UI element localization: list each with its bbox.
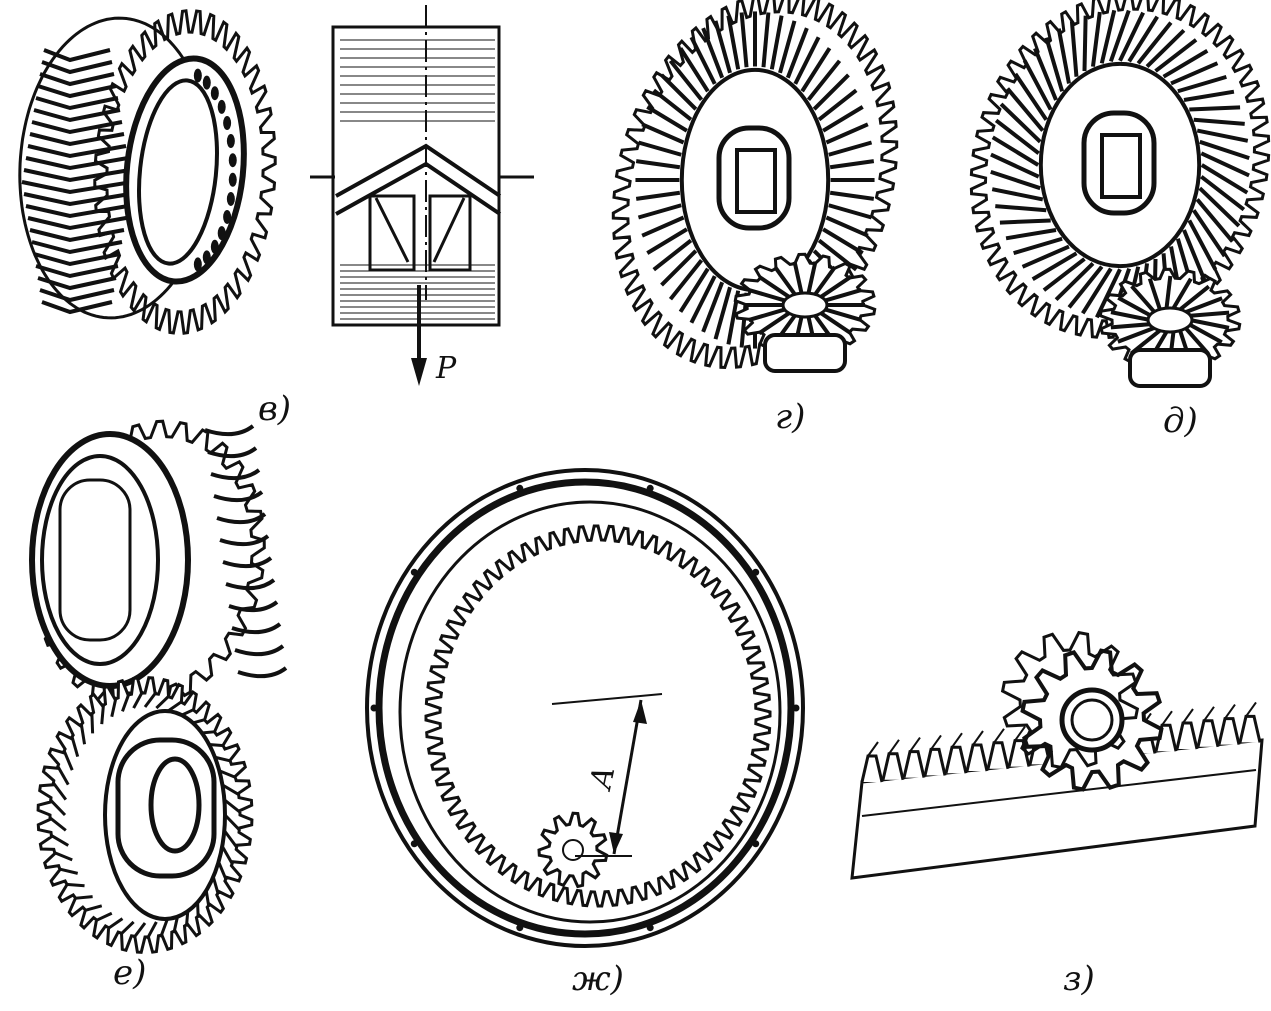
label-v: в) bbox=[258, 389, 291, 429]
crossed-helical-gear-icon bbox=[29, 419, 288, 954]
label-zh: ж) bbox=[572, 959, 624, 999]
spiral-bevel-gear-icon bbox=[969, 0, 1271, 388]
label-z: з) bbox=[1063, 959, 1095, 999]
rack-and-pinion-icon bbox=[850, 630, 1264, 880]
label-d: д) bbox=[1163, 401, 1198, 441]
label-g: г) bbox=[775, 397, 805, 437]
herringbone-force-diagram bbox=[310, 5, 534, 386]
force-label-p: P bbox=[435, 351, 457, 386]
straight-bevel-gear-icon bbox=[611, 0, 899, 373]
label-e: е) bbox=[113, 953, 146, 993]
internal-ring-gear-icon bbox=[365, 468, 805, 948]
herringbone-gear-icon bbox=[18, 9, 277, 335]
